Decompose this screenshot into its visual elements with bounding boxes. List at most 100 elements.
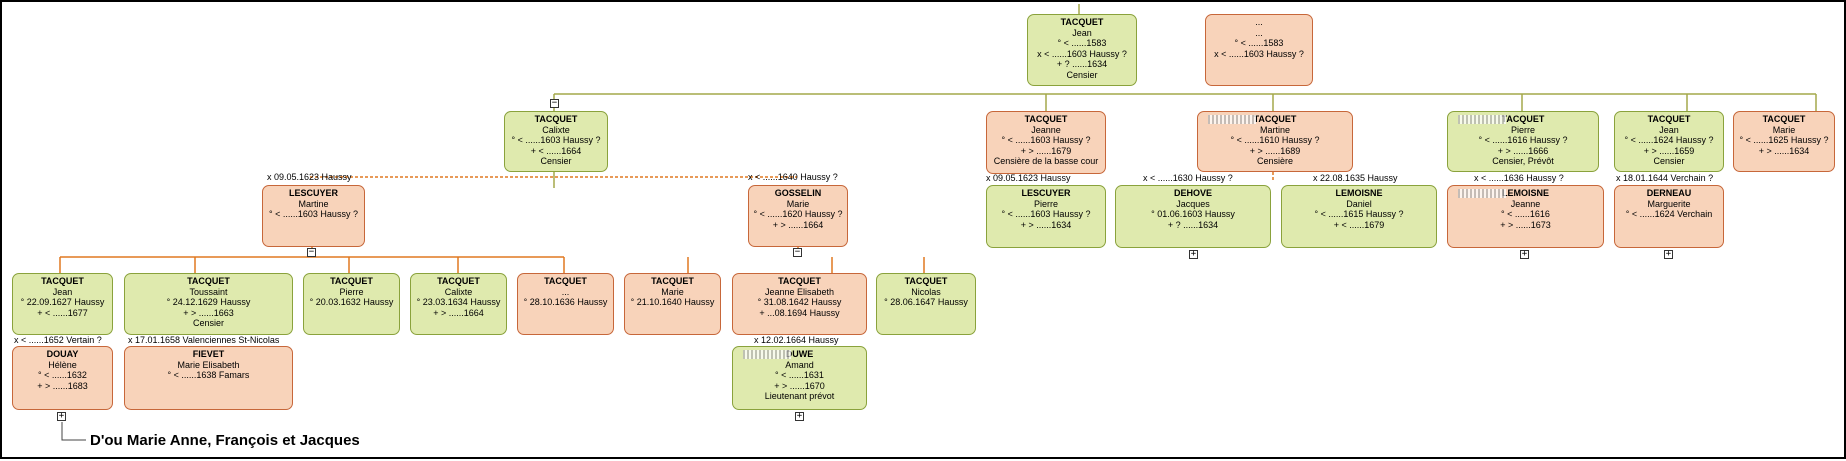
signature-image (1458, 189, 1506, 198)
person-birth: ° < ......1603 Haussy ? (269, 209, 358, 219)
person-death: + ? ......1634 (1056, 59, 1108, 69)
collapse-toggle[interactable]: − (307, 247, 316, 257)
person-given-name: Pierre (1033, 198, 1058, 209)
expand-toggle[interactable]: + (1520, 249, 1529, 259)
marriage-label: x 18.01.1644 Verchain ? (1616, 173, 1714, 183)
person-birth: ° 31.08.1642 Haussy (757, 297, 842, 307)
marriage-label: x 09.05.1623 Haussy (267, 172, 352, 182)
person-surname: DUWE (785, 349, 814, 359)
person-given-name: Marie Elisabeth (177, 359, 240, 370)
person-marriage: x < ......1603 Haussy ? (1214, 48, 1304, 59)
person-death: + < ......1679 (1333, 219, 1385, 230)
person-death: + > ......1666 (1497, 145, 1549, 156)
person-birth: ° 21.10.1640 Haussy (630, 297, 715, 307)
person-surname: TACQUET (1060, 17, 1104, 27)
person-given-name: Marie (1772, 124, 1796, 135)
person-given-name: Martine (1259, 124, 1290, 135)
descendants-note: D'ou Marie Anne, François et Jacques (90, 432, 360, 449)
person-surname: DERNEAU (1646, 188, 1692, 198)
person-surname: LESCUYER (1021, 188, 1071, 198)
person-given-name: Jeanne (1510, 198, 1541, 209)
person-occupation: Censier (1653, 156, 1685, 166)
person-birth: ° < ......1625 Haussy ? (1739, 135, 1829, 145)
person-birth: ° < ......1610 Haussy ? (1230, 135, 1320, 145)
person-given-name: ... (561, 286, 570, 297)
person-death: + > ......1689 (1249, 145, 1301, 156)
marriage-label: x < ......1636 Haussy ? (1474, 173, 1564, 183)
person-birth: ° < ......1616 Haussy ? (1478, 135, 1568, 145)
person-surname: LEMOISNE (1501, 188, 1549, 198)
person-birth: ° < ......1638 Famars (167, 370, 250, 380)
person-birth: ° 22.09.1627 Haussy (20, 297, 105, 307)
person-given-name: Jean (1659, 124, 1679, 135)
person-given-name: Marie (661, 286, 684, 297)
person-given-name: Jeanne (1031, 124, 1061, 135)
person-given-name: Pierre (339, 286, 364, 297)
person-surname: TACQUET (651, 276, 694, 286)
marriage-label: x < ......1640 Haussy ? (748, 172, 838, 182)
marriage-label: x 17.01.1658 Valenciennes St-Nicolas (128, 335, 280, 345)
person-birth: ° < ......1583 (1234, 38, 1284, 48)
signature-image (1208, 115, 1256, 124)
marriage-label: x 12.02.1664 Haussy (754, 335, 839, 345)
collapse-toggle[interactable]: − (793, 247, 802, 257)
person-birth: ° 24.12.1629 Haussy (166, 297, 251, 307)
person-surname: TACQUET (187, 276, 230, 286)
expand-toggle[interactable]: + (1189, 249, 1198, 259)
person-death: + > ......1673 (1500, 219, 1551, 230)
marriage-label: x 09.05.1623 Haussy (986, 173, 1071, 183)
person-unknown-tacquet-1636[interactable]: TACQUET...° 28.10.1636 Haussy (517, 273, 614, 335)
expand-toggle[interactable]: + (57, 411, 66, 421)
marriage-label: x < ......1652 Vertain ? (14, 335, 102, 345)
person-given-name: Toussaint (189, 286, 228, 297)
person-birth: ° 20.03.1632 Haussy (309, 297, 394, 307)
person-birth: ° < ......1615 Haussy ? (1314, 209, 1404, 219)
person-occupation: Lieutenant prévot (764, 391, 835, 401)
person-birth: ° < ......1603 Haussy ? (1001, 209, 1091, 219)
person-given-name: Nicolas (911, 286, 941, 297)
expand-toggle[interactable]: + (1664, 249, 1673, 259)
person-surname: TACQUET (330, 276, 373, 286)
collapse-toggle[interactable]: − (550, 98, 559, 108)
person-birth: ° < ......1616 (1501, 209, 1550, 219)
person-surname: TACQUET (437, 276, 480, 286)
person-given-name: Jean (52, 286, 73, 297)
marriage-label: x 22.08.1635 Haussy (1313, 173, 1398, 183)
person-death: + > ......1683 (37, 380, 88, 391)
person-birth: ° < ......1624 Verchain (1625, 209, 1713, 219)
person-death: + > ......1670 (774, 380, 825, 391)
person-death: + > ......1663 (183, 307, 234, 318)
person-death: + > ......1634 (1758, 145, 1810, 156)
person-given-name: ... (1255, 27, 1263, 38)
expand-toggle[interactable]: + (795, 411, 804, 421)
person-surname: TACQUET (534, 114, 578, 124)
person-given-name: Jacques (1176, 198, 1210, 209)
person-death: + > ......1634 (1020, 219, 1072, 230)
person-surname: DOUAY (46, 349, 79, 359)
